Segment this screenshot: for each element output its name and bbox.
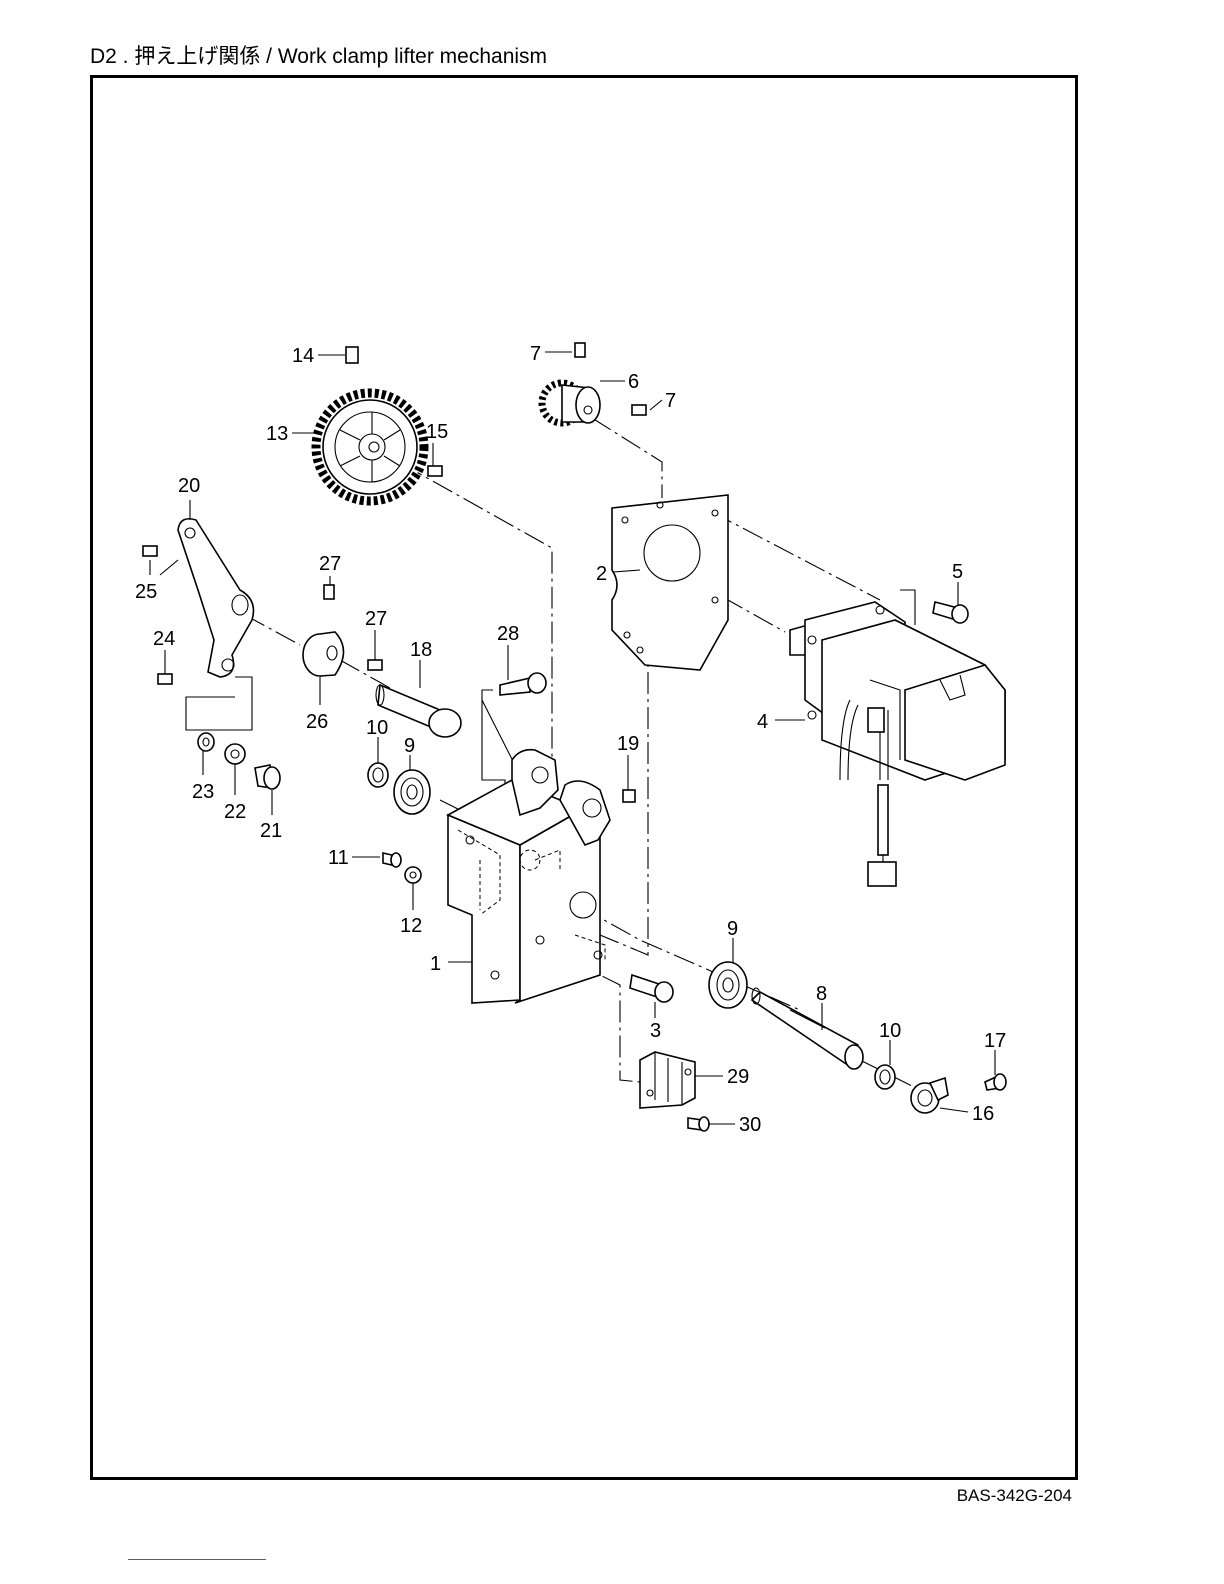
callout-3: 3 bbox=[650, 1020, 661, 1042]
motor-plate-part-2 bbox=[612, 495, 728, 670]
callout-25: 25 bbox=[135, 581, 157, 603]
callout-26: 26 bbox=[306, 711, 328, 733]
callout-7-top: 7 bbox=[530, 343, 541, 365]
small-gear-part-6 bbox=[542, 383, 600, 423]
callout-20: 20 bbox=[178, 475, 200, 497]
callout-11: 11 bbox=[328, 847, 349, 869]
callout-13: 13 bbox=[266, 423, 288, 445]
callout-23: 23 bbox=[192, 781, 214, 803]
lever-part-20 bbox=[178, 519, 254, 677]
large-gear-part-13 bbox=[316, 393, 424, 501]
callout-5: 5 bbox=[952, 561, 963, 583]
callout-27-top: 27 bbox=[319, 553, 341, 575]
callout-18: 18 bbox=[410, 639, 432, 661]
callout-10-right: 10 bbox=[879, 1020, 901, 1042]
callout-14: 14 bbox=[292, 345, 314, 367]
footer-link-underline bbox=[128, 1559, 266, 1560]
callout-4: 4 bbox=[757, 711, 768, 733]
callout-24: 24 bbox=[153, 628, 175, 650]
callout-2: 2 bbox=[596, 563, 607, 585]
callout-1: 1 bbox=[430, 953, 441, 975]
exploded-parts-diagram: 1 2 3 4 5 6 7 7 8 9 9 10 10 11 12 13 14 … bbox=[90, 75, 1078, 1480]
callout-28: 28 bbox=[497, 623, 519, 645]
callout-19: 19 bbox=[617, 733, 639, 755]
page-title: D2 . 押え上げ関係 / Work clamp lifter mechanis… bbox=[90, 40, 547, 70]
callout-7-side: 7 bbox=[665, 390, 676, 412]
callout-21: 21 bbox=[260, 820, 282, 842]
callout-17: 17 bbox=[984, 1030, 1006, 1052]
callout-10-left: 10 bbox=[366, 717, 388, 739]
callout-27-side: 27 bbox=[365, 608, 387, 630]
callout-9-right: 9 bbox=[727, 918, 738, 940]
callout-9-left: 9 bbox=[404, 735, 415, 757]
callout-6: 6 bbox=[628, 371, 639, 393]
callout-22: 22 bbox=[224, 801, 246, 823]
callout-8: 8 bbox=[816, 983, 827, 1005]
callout-30: 30 bbox=[739, 1114, 761, 1136]
callout-29: 29 bbox=[727, 1066, 749, 1088]
callout-12: 12 bbox=[400, 915, 422, 937]
frame-bracket-part-1 bbox=[448, 750, 610, 1003]
document-code: BAS-342G-204 bbox=[957, 1486, 1072, 1506]
callout-15: 15 bbox=[426, 421, 448, 443]
callout-16: 16 bbox=[972, 1103, 994, 1125]
stepping-motor-part-4 bbox=[790, 602, 1005, 886]
